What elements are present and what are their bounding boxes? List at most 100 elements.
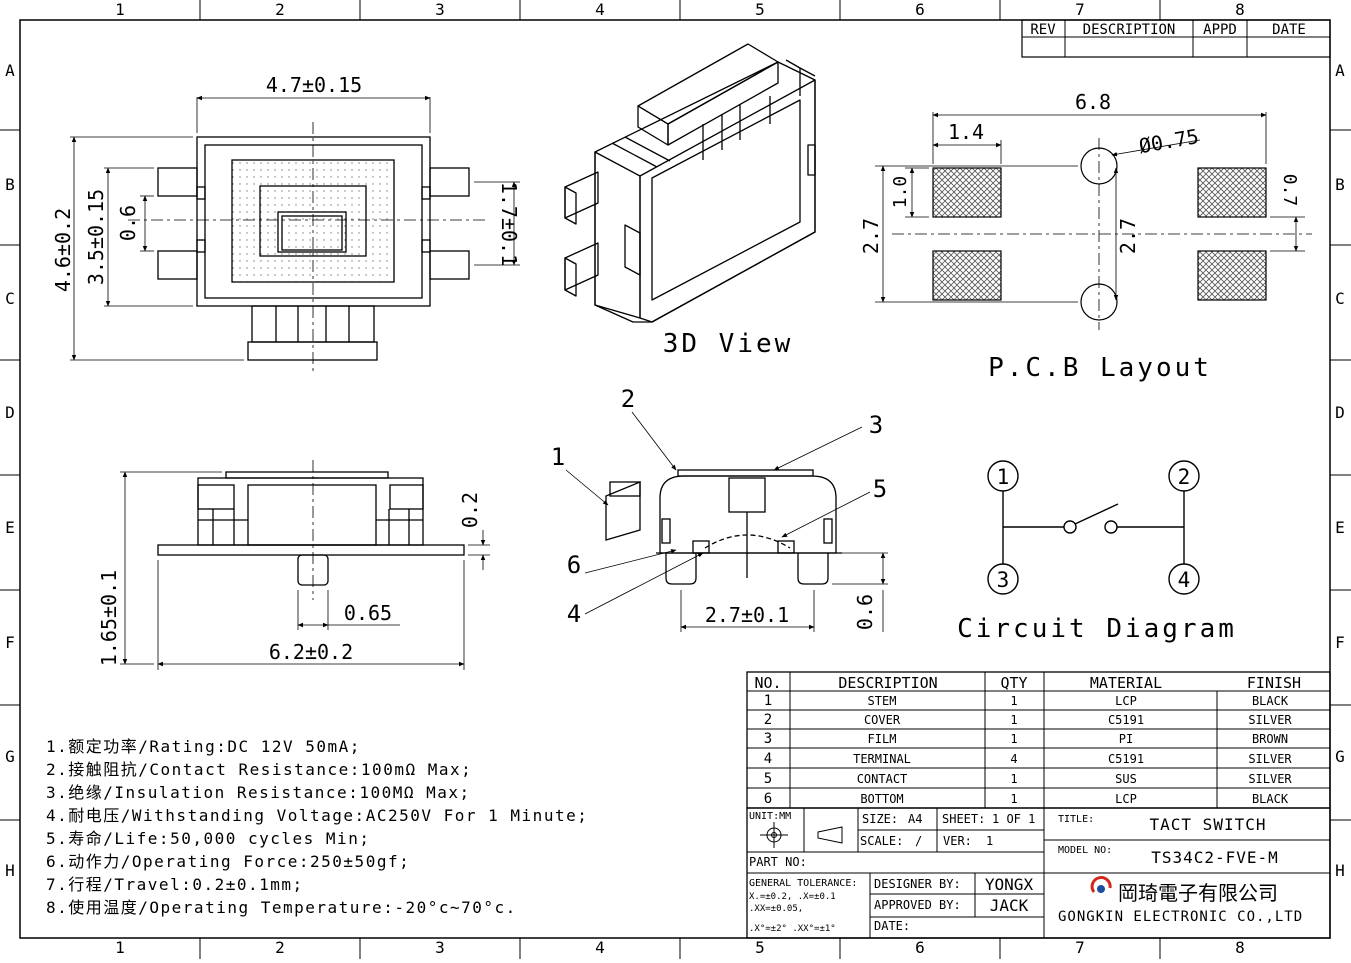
top-view-height-dim: 4.6±0.2	[51, 208, 75, 292]
rev-date-header: DATE	[1272, 22, 1306, 38]
grid-row-G-right: G	[1335, 747, 1345, 766]
grid-column-7-top: 7	[1075, 0, 1085, 19]
pcb-center-height-dim: 2.7	[1116, 218, 1140, 254]
grid-row-F-right: F	[1335, 633, 1345, 652]
bom-cell-finish: SILVER	[1248, 713, 1292, 727]
bom-cell-description: COVER	[864, 713, 901, 727]
circuit-diagram	[987, 460, 1200, 595]
size-label: SIZE:	[862, 812, 898, 826]
bom-cell-finish: BLACK	[1252, 792, 1289, 806]
grid-column-1-bottom: 1	[115, 938, 125, 957]
grid-column-5-top: 5	[755, 0, 765, 19]
ver-value: 1	[986, 834, 993, 848]
ver-label: VER:	[943, 834, 972, 848]
bom-cell-material: LCP	[1115, 694, 1137, 708]
note-rating: 1.额定功率/Rating:DC 12V 50mA;	[46, 737, 361, 756]
circuit-node-4: 4	[1178, 568, 1191, 592]
approved-label: APPROVED BY:	[874, 898, 961, 912]
grid-column-4-top: 4	[595, 0, 605, 19]
tolerance-line-1: X.=±0.2, .X=±0.1	[749, 892, 836, 902]
tolerance-line-2: .XX=±0.05,	[749, 904, 803, 914]
bom-cell-material: LCP	[1115, 792, 1137, 806]
bom-cell-qty: 1	[1010, 792, 1017, 806]
designer-value: YONGX	[985, 875, 1034, 894]
section-width-dim: 2.7±0.1	[705, 603, 789, 627]
bom-cell-finish: SILVER	[1248, 752, 1292, 766]
bom-cell-no: 3	[764, 731, 772, 747]
grid-column-8-top: 8	[1235, 0, 1245, 19]
model-label: MODEL NO:	[1058, 845, 1112, 856]
grid-row-B-right: B	[1335, 175, 1345, 194]
grid-row-D-left: D	[5, 403, 15, 422]
callout-6: 6	[567, 551, 581, 579]
grid-row-C-right: C	[1335, 289, 1345, 308]
bom-cell-material: C5191	[1108, 713, 1144, 727]
rev-description-header: DESCRIPTION	[1083, 22, 1176, 38]
note-life: 5.寿命/Life:50,000 cycles Min;	[46, 829, 371, 848]
grid-row-E-right: E	[1335, 518, 1345, 537]
grid-row-D-right: D	[1335, 403, 1345, 422]
bom-qty-header: QTY	[1000, 674, 1027, 692]
top-view-gap-dim: 0.6	[116, 205, 140, 241]
rev-appd-header: APPD	[1203, 22, 1237, 38]
pcb-left-height-dim: 2.7	[859, 218, 883, 254]
pcb-pad-width-dim: 1.4	[948, 120, 984, 144]
rev-header: REV	[1030, 22, 1056, 38]
bom-cell-description: CONTACT	[857, 772, 908, 786]
top-view-right-dim: 1.7±0.1	[497, 182, 521, 266]
note-temperature: 8.使用温度/Operating Temperature:-20°c~70°c.	[46, 898, 517, 917]
top-view-width-dim: 4.7±0.15	[266, 73, 362, 97]
grid-row-C-left: C	[5, 289, 15, 308]
bom-material-header: MATERIAL	[1090, 674, 1162, 692]
grid-row-G-left: G	[5, 747, 15, 766]
bom-finish-header: FINISH	[1247, 674, 1301, 692]
note-contact-resistance: 2.接触阻抗/Contact Resistance:100mΩ Max;	[46, 760, 473, 779]
sheet-label: SHEET:	[942, 812, 985, 826]
grid-row-H-right: H	[1335, 861, 1345, 880]
side-view-total-height-dim: 1.65±0.1	[97, 570, 121, 666]
grid-column-2-top: 2	[275, 0, 285, 19]
callout-3: 3	[869, 411, 883, 439]
pcb-total-width-dim: 6.8	[1075, 90, 1111, 114]
bom-cell-no: 4	[764, 751, 772, 767]
bom-cell-qty: 1	[1010, 713, 1017, 727]
grid-column-1-top: 1	[115, 0, 125, 19]
bom-cell-description: TERMINAL	[853, 752, 911, 766]
circuit-node-2: 2	[1178, 465, 1191, 489]
title-value: TACT SWITCH	[1150, 815, 1267, 834]
sheet-value: 1 OF 1	[992, 812, 1035, 826]
revision-table: REV DESCRIPTION APPD DATE	[1021, 19, 1331, 58]
grid-column-8-bottom: 8	[1235, 938, 1245, 957]
pcb-layout-label: P.C.B Layout	[988, 353, 1212, 383]
bom-cell-no: 6	[764, 791, 772, 807]
designer-label: DESIGNER BY:	[874, 877, 961, 891]
bom-cell-no: 5	[764, 771, 772, 787]
grid-row-A-right: A	[1335, 61, 1345, 80]
grid-column-5-bottom: 5	[755, 938, 765, 957]
pcb-hole-dim: Ø0.75	[1137, 124, 1200, 158]
size-value: A4	[908, 812, 922, 826]
pcb-pad-height-dim: 1.0	[890, 176, 911, 209]
bom-cell-qty: 1	[1010, 694, 1017, 708]
bom-cell-no: 1	[764, 693, 772, 709]
grid-row-E-left: E	[5, 518, 15, 537]
title-label: TITLE:	[1058, 814, 1094, 825]
company-name-cn: 岡琦電子有限公司	[1118, 881, 1278, 905]
callout-2: 2	[621, 385, 635, 413]
grid-column-6-top: 6	[915, 0, 925, 19]
scale-label: SCALE:	[860, 834, 903, 848]
grid-row-B-left: B	[5, 175, 15, 194]
bom-table	[746, 671, 1331, 809]
date-label: DATE:	[874, 919, 910, 933]
pcb-right-dim: 0.7	[1279, 174, 1300, 207]
bom-cell-qty: 1	[1010, 732, 1017, 746]
section-height-dim: 0.6	[853, 594, 877, 630]
tolerance-line-3: .X°=±2° .XX°=±1°	[749, 924, 836, 934]
side-view-height-dim: 0.2	[458, 492, 482, 528]
scale-value: /	[915, 834, 922, 848]
3d-view-label: 3D View	[663, 329, 794, 359]
bom-cell-description: STEM	[868, 694, 897, 708]
bom-cell-no: 2	[764, 712, 772, 728]
